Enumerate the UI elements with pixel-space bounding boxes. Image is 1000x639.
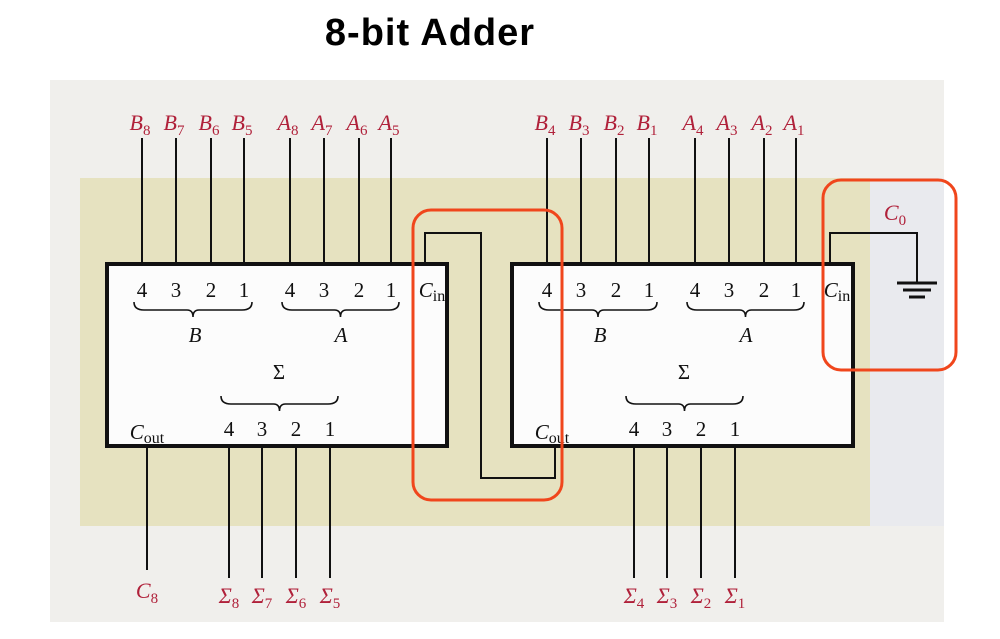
pin-number-a: 2 <box>759 278 770 302</box>
pin-number-sum: 4 <box>224 417 235 441</box>
input-label-a6: A6 <box>345 110 368 139</box>
carry-in-highlight <box>821 178 958 372</box>
carry-in-pin-label: Cin <box>824 278 850 305</box>
adder-block-left <box>105 262 449 448</box>
pin-number-b: 4 <box>542 278 553 302</box>
carry-chain-wire <box>424 232 556 479</box>
pin-number-a: 4 <box>285 278 296 302</box>
pin-number-sum: 2 <box>696 417 707 441</box>
carry-in-pin-label: Cin <box>419 278 445 305</box>
input-label-b3: B3 <box>569 110 590 139</box>
brace-b <box>538 301 658 318</box>
pin-number-b: 3 <box>576 278 587 302</box>
input-label-b1: B1 <box>637 110 658 139</box>
sum-output-label-3: Σ3 <box>656 583 678 612</box>
sum-output-label-6: Σ6 <box>285 583 307 612</box>
pin-number-b: 4 <box>137 278 148 302</box>
brace-a <box>686 301 805 318</box>
sum-output-label-2: Σ2 <box>690 583 712 612</box>
input-label-b7: B7 <box>164 110 185 139</box>
carry-chain-highlight <box>411 208 564 502</box>
ground-area <box>870 178 944 526</box>
sum-output-label-8: Σ8 <box>218 583 240 612</box>
sum-output-label-5: Σ5 <box>319 583 341 612</box>
adder-block-right <box>510 262 855 448</box>
input-label-a1: A1 <box>782 110 805 139</box>
bus-label-b: B <box>189 323 202 347</box>
wires <box>141 138 918 578</box>
carry-in-ground-wire <box>829 232 918 283</box>
sum-output-label-4: Σ4 <box>623 583 645 612</box>
input-label-a8: A8 <box>276 110 299 139</box>
pin-number-b: 2 <box>611 278 622 302</box>
pin-number-sum: 2 <box>291 417 302 441</box>
carry-out-label-c8: C8 <box>136 578 158 607</box>
carry-out-pin-label: Cout <box>130 420 165 447</box>
bus-label-a: A <box>333 323 348 347</box>
pin-number-a: 1 <box>791 278 802 302</box>
input-label-a3: A3 <box>715 110 738 139</box>
bus-label-a: A <box>738 323 753 347</box>
pin-number-b: 1 <box>239 278 250 302</box>
brace-sum <box>625 395 744 412</box>
brace-b <box>133 301 253 318</box>
pin-number-a: 4 <box>690 278 701 302</box>
brace-sum <box>220 395 339 412</box>
ground-symbol <box>897 281 937 299</box>
input-label-a4: A4 <box>681 110 704 139</box>
pin-number-sum: 1 <box>325 417 336 441</box>
pin-number-b: 2 <box>206 278 217 302</box>
input-label-b8: B8 <box>130 110 151 139</box>
pin-number-sum: 1 <box>730 417 741 441</box>
input-label-b4: B4 <box>535 110 556 139</box>
pin-number-sum: 4 <box>629 417 640 441</box>
carry-in-label-c0: C0 <box>884 200 906 229</box>
pin-number-b: 1 <box>644 278 655 302</box>
pin-number-b: 3 <box>171 278 182 302</box>
bus-label-sum: Σ <box>273 360 285 384</box>
input-label-b2: B2 <box>604 110 625 139</box>
carry-out-pin-label: Cout <box>535 420 570 447</box>
input-label-a7: A7 <box>310 110 333 139</box>
pin-number-a: 3 <box>319 278 330 302</box>
brace-a <box>281 301 400 318</box>
sum-output-label-1: Σ1 <box>724 583 746 612</box>
input-label-a2: A2 <box>750 110 773 139</box>
input-label-a5: A5 <box>377 110 400 139</box>
slide-title: 8-bit Adder <box>324 12 536 54</box>
input-label-b6: B6 <box>199 110 220 139</box>
pin-number-a: 3 <box>724 278 735 302</box>
input-label-b5: B5 <box>232 110 253 139</box>
pin-number-sum: 3 <box>662 417 673 441</box>
bus-label-sum: Σ <box>678 360 690 384</box>
pin-number-a: 2 <box>354 278 365 302</box>
pin-number-sum: 3 <box>257 417 268 441</box>
bus-label-b: B <box>594 323 607 347</box>
pin-number-a: 1 <box>386 278 397 302</box>
sum-output-label-7: Σ7 <box>251 583 273 612</box>
